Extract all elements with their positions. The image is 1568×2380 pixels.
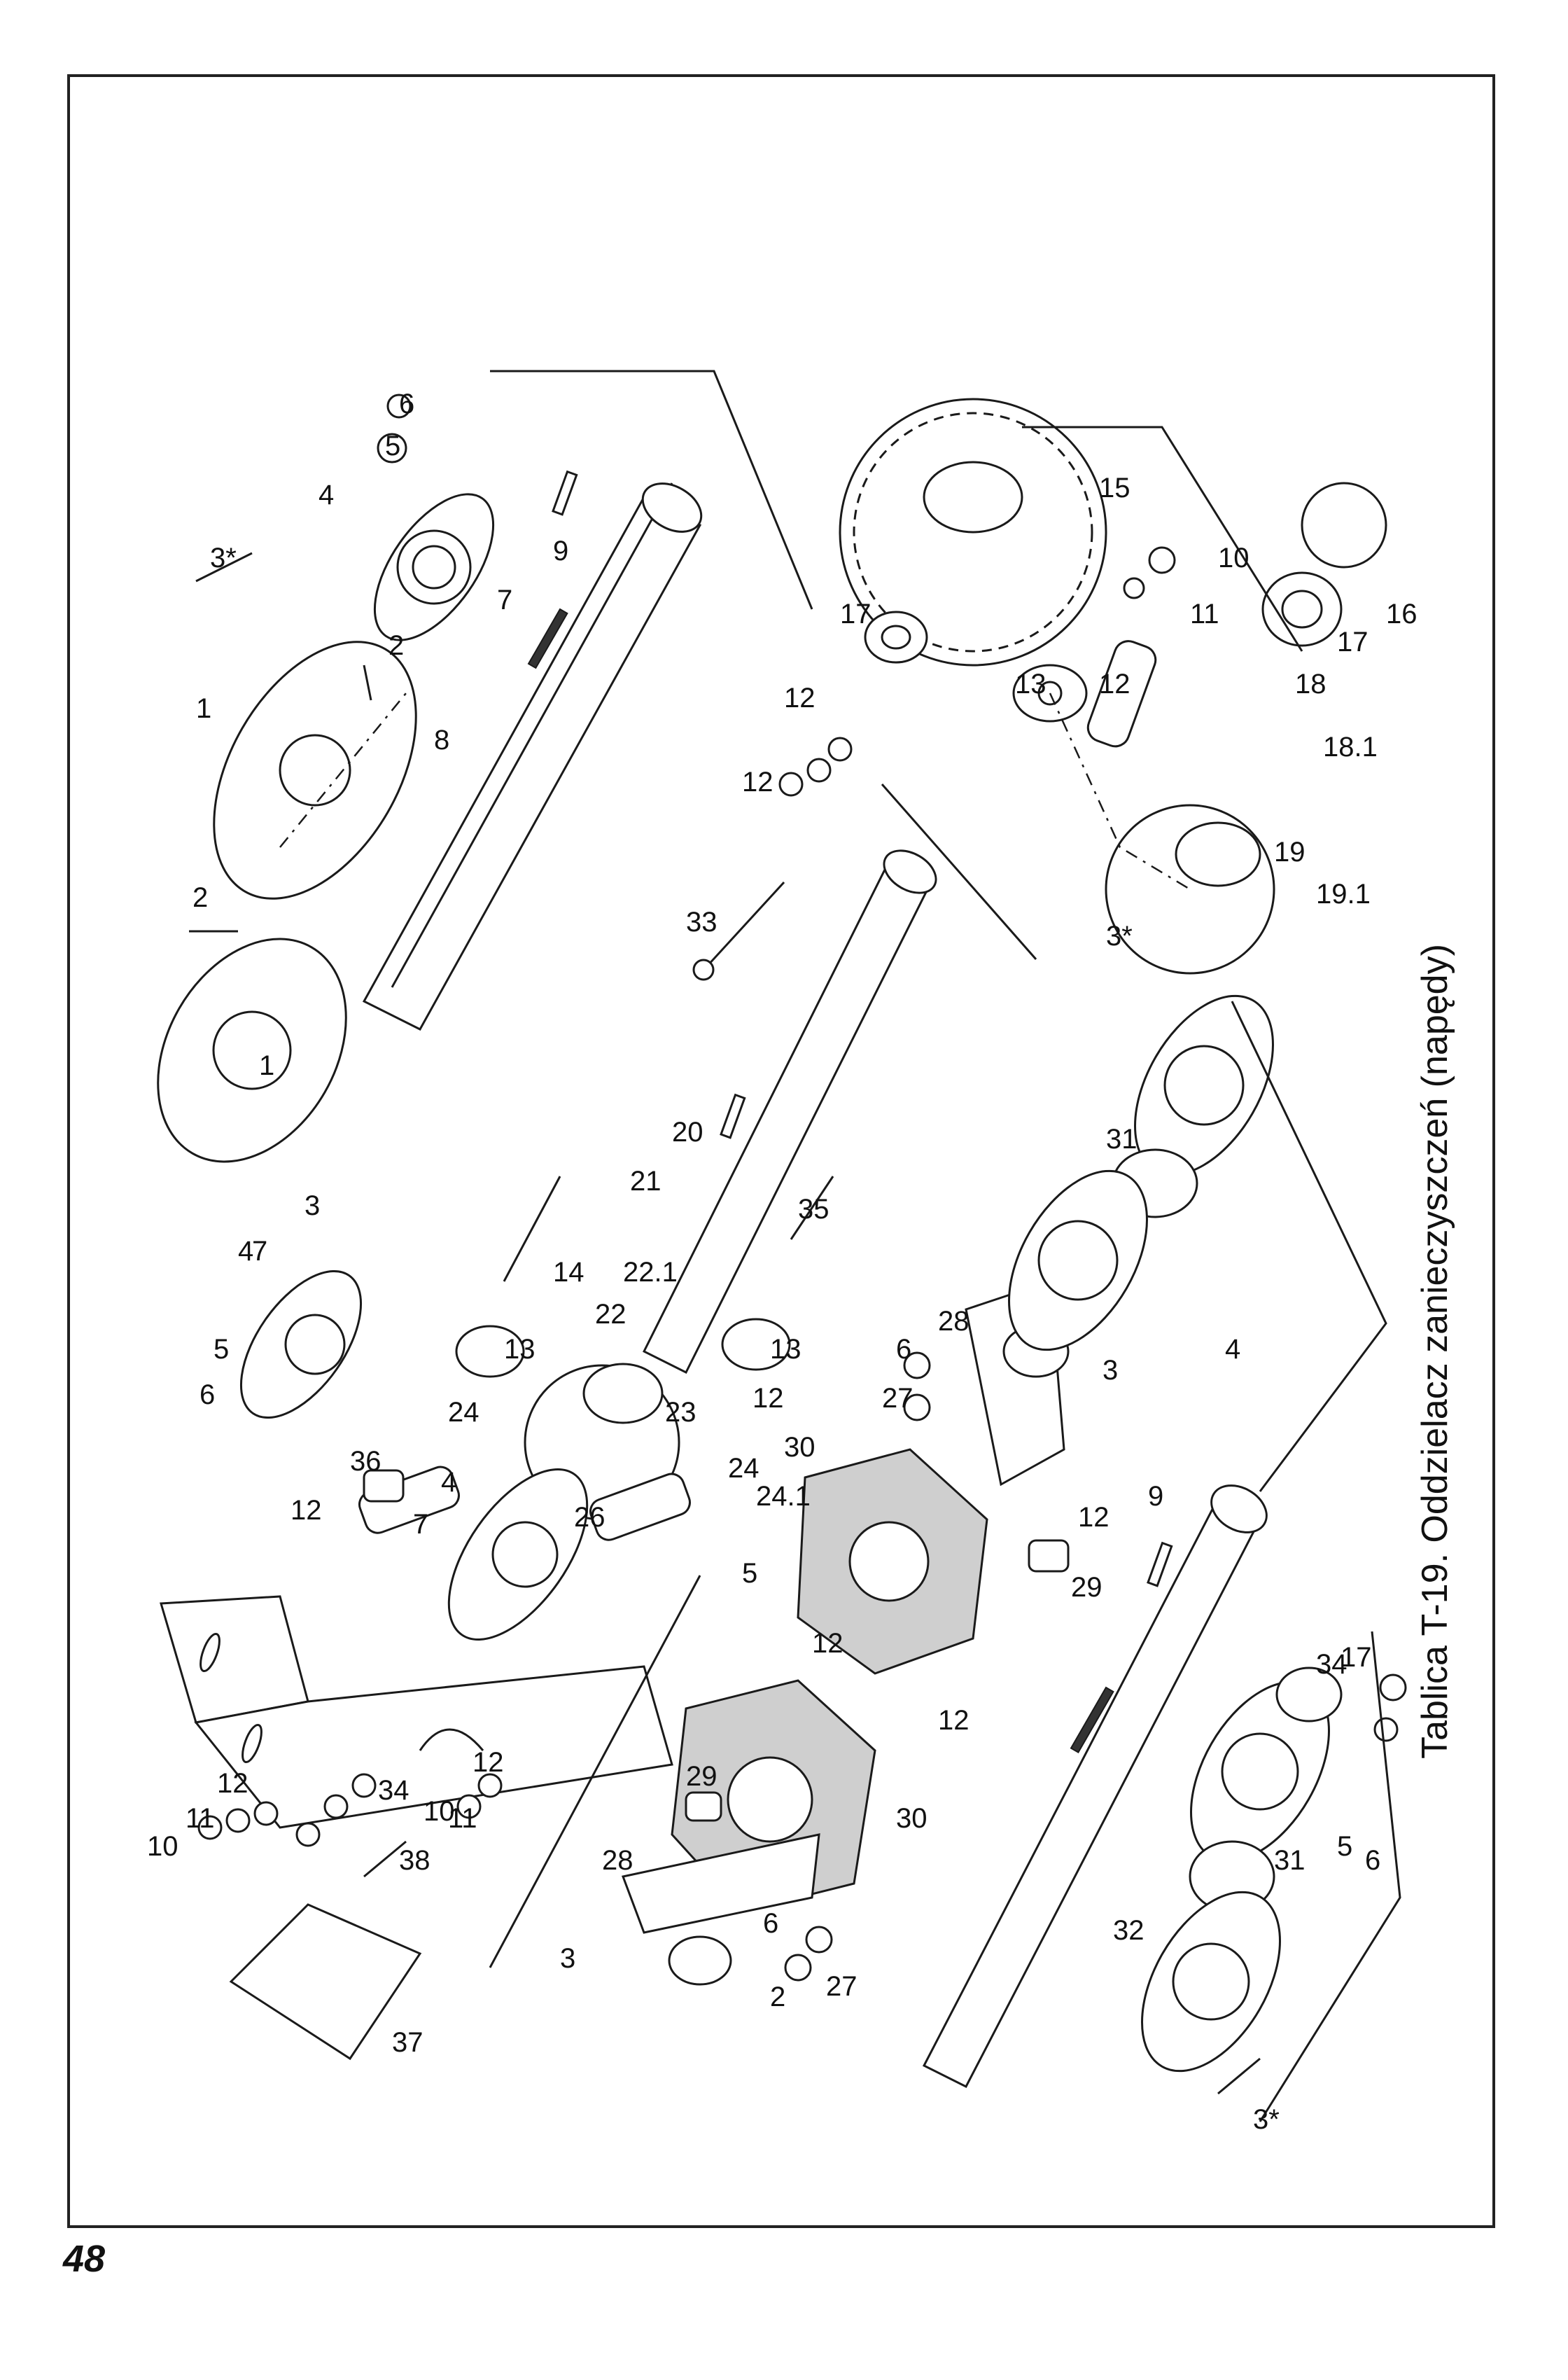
- frame-bracket: [160, 1595, 673, 2061]
- bearing-group-right: [1008, 994, 1387, 1492]
- callout-38: 38: [399, 1845, 430, 1876]
- callout-12: 12: [812, 1628, 844, 1659]
- callout-13: 13: [770, 1334, 802, 1365]
- callout-29: 29: [686, 1761, 718, 1792]
- callout-12: 12: [290, 1495, 322, 1526]
- callout-27: 27: [882, 1383, 913, 1414]
- callout-16: 16: [1386, 599, 1418, 629]
- callout-17: 17: [1340, 1642, 1372, 1673]
- callout-17: 17: [1337, 627, 1368, 657]
- callout-29: 29: [1071, 1572, 1102, 1603]
- callout-3-star: 3*: [1106, 921, 1133, 952]
- callout-5: 5: [214, 1334, 229, 1365]
- callout-12: 12: [1099, 669, 1130, 700]
- callout-1: 1: [196, 693, 211, 724]
- callout-3-star: 3*: [1253, 2104, 1280, 2135]
- callout-15: 15: [1099, 473, 1130, 503]
- plate-frame: 1 1 2 2 2 3 3 3 3* 3* 3* 4 4 4 4 5 5 5 5…: [67, 74, 1495, 2228]
- middle-shaft-assembly: [642, 737, 1037, 1375]
- callout-18-1: 18.1: [1323, 732, 1378, 763]
- callout-3: 3: [304, 1190, 320, 1221]
- callout-24: 24: [728, 1453, 760, 1484]
- callout-3-star: 3*: [210, 543, 237, 573]
- callout-9: 9: [1148, 1481, 1163, 1512]
- callout-12: 12: [1078, 1502, 1110, 1533]
- callout-10: 10: [424, 1796, 455, 1827]
- lower-shaft-assembly: [922, 1484, 1407, 2122]
- callout-5: 5: [1337, 1831, 1352, 1862]
- callout-28: 28: [938, 1306, 969, 1337]
- callout-27: 27: [826, 1971, 858, 2002]
- callout-4: 4: [238, 1236, 253, 1267]
- callout-12: 12: [742, 767, 774, 798]
- exploded-parts-diagram: 1 1 2 2 2 3 3 3 3* 3* 3* 4 4 4 4 5 5 5 5…: [147, 370, 1418, 2135]
- callout-6: 6: [200, 1379, 215, 1410]
- callout-23: 23: [665, 1397, 696, 1428]
- callout-11: 11: [448, 1803, 477, 1834]
- callout-12: 12: [752, 1383, 784, 1414]
- plate-group: [489, 1279, 1070, 1986]
- callout-12: 12: [472, 1747, 504, 1778]
- callout-3: 3: [1102, 1355, 1118, 1386]
- callout-36: 36: [350, 1446, 382, 1477]
- callout-30: 30: [896, 1803, 927, 1834]
- callout-2: 2: [770, 1982, 785, 2012]
- callout-1: 1: [259, 1050, 274, 1081]
- callout-10: 10: [1218, 543, 1250, 573]
- callout-32: 32: [1113, 1915, 1144, 1946]
- callout-6: 6: [399, 389, 414, 419]
- callout-12: 12: [217, 1768, 248, 1799]
- callout-21: 21: [630, 1166, 662, 1197]
- callout-26: 26: [574, 1502, 606, 1533]
- callout-31: 31: [1274, 1845, 1306, 1876]
- page-number: 48: [63, 2238, 106, 2280]
- upper-shaft-assembly: [157, 370, 813, 1163]
- callout-13: 13: [1015, 669, 1046, 700]
- plate-caption: Tablica T-19. Oddzielacz zanieczyszczeń …: [1415, 944, 1455, 1759]
- callout-33: 33: [686, 907, 718, 938]
- callout-34: 34: [378, 1775, 410, 1806]
- callout-31: 31: [1106, 1124, 1138, 1155]
- callout-14: 14: [553, 1257, 584, 1288]
- callout-6: 6: [1365, 1845, 1380, 1876]
- callout-11: 11: [1190, 599, 1219, 629]
- callout-7: 7: [413, 1509, 428, 1540]
- callout-19-1: 19.1: [1316, 879, 1371, 910]
- callout-9: 9: [553, 536, 568, 566]
- callout-20: 20: [672, 1117, 704, 1148]
- callout-24-1: 24.1: [756, 1481, 811, 1512]
- sprocket-group-upper: [839, 398, 1387, 975]
- callout-19: 19: [1274, 837, 1306, 868]
- callout-6: 6: [763, 1908, 778, 1939]
- callout-6: 6: [896, 1334, 911, 1365]
- callout-37: 37: [392, 2027, 424, 2058]
- callout-8: 8: [434, 725, 449, 756]
- callout-2: 2: [388, 630, 404, 661]
- tensioner-group: [239, 1176, 834, 1641]
- callout-labels: 1 1 2 2 2 3 3 3 3* 3* 3* 4 4 4 4 5 5 5 5…: [147, 389, 1418, 2135]
- callout-7: 7: [497, 585, 512, 615]
- callout-34: 34: [1316, 1649, 1348, 1680]
- callout-3: 3: [560, 1943, 575, 1974]
- callout-17: 17: [840, 599, 872, 629]
- callout-30: 30: [784, 1432, 816, 1463]
- callout-22-1: 22.1: [623, 1257, 678, 1288]
- callout-13: 13: [504, 1334, 536, 1365]
- callout-4: 4: [441, 1467, 456, 1498]
- callout-35: 35: [798, 1194, 830, 1225]
- callout-28: 28: [602, 1845, 634, 1876]
- callout-24: 24: [448, 1397, 479, 1428]
- callout-11: 11: [186, 1803, 215, 1834]
- callout-7: 7: [252, 1236, 267, 1267]
- callout-10: 10: [147, 1831, 178, 1862]
- callout-5: 5: [742, 1558, 757, 1589]
- callout-22: 22: [595, 1299, 626, 1330]
- callout-18: 18: [1295, 669, 1326, 700]
- callout-5: 5: [385, 431, 400, 461]
- callout-4: 4: [318, 480, 334, 510]
- callout-12: 12: [938, 1705, 969, 1736]
- callout-2: 2: [192, 882, 208, 913]
- callout-4: 4: [1225, 1334, 1240, 1365]
- callout-12: 12: [784, 683, 816, 714]
